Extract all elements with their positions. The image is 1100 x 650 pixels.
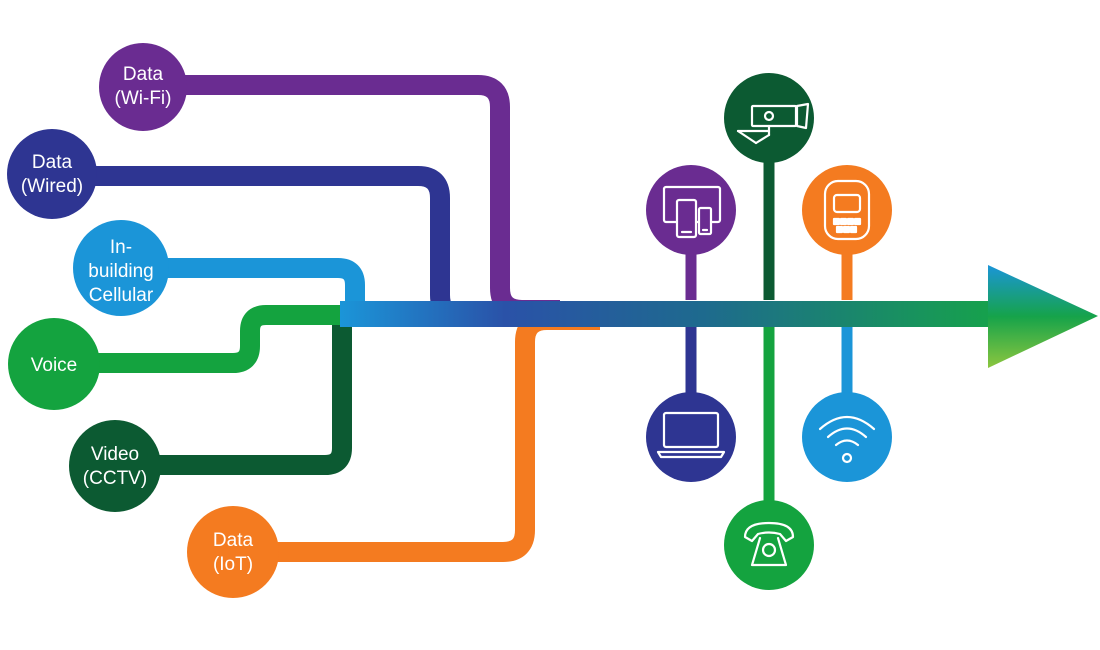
main-arrow-head (988, 265, 1098, 368)
line-voice (50, 305, 360, 373)
source-label-cellular-line3: Cellular (89, 285, 154, 306)
source-label-wired-line2: (Wired) (21, 176, 83, 197)
iot-device-icon (823, 179, 871, 241)
source-node-iot: Data (IoT) (187, 506, 279, 598)
source-label-iot-line2: (IoT) (213, 554, 253, 575)
cctv-camera-icon (736, 102, 810, 145)
source-node-wifi: Data (Wi-Fi) (99, 43, 187, 131)
endpoint-wifi (802, 392, 892, 482)
source-label-iot-line1: Data (213, 530, 254, 551)
laptop-icon (656, 411, 726, 459)
source-label-wifi-line1: Data (123, 64, 164, 85)
main-arrow (340, 265, 1098, 368)
endpoint-iot-device (802, 165, 892, 255)
endpoint-laptop (646, 392, 736, 482)
endpoint-telephone (724, 500, 814, 590)
source-label-cctv-line1: Video (91, 444, 139, 465)
source-label-wired-line1: Data (32, 152, 73, 173)
source-label-cctv-line2: (CCTV) (83, 468, 147, 489)
source-node-wired: Data (Wired) (7, 129, 97, 219)
source-label-wifi-line2: (Wi-Fi) (115, 88, 172, 109)
tablet-phone-devices-icon (662, 185, 722, 239)
endpoint-tablet-phone (646, 165, 736, 255)
wifi-signal-icon (818, 416, 876, 464)
source-label-cellular-line1: In- (110, 237, 132, 258)
source-label-cellular-line2: building (88, 261, 154, 282)
source-node-cctv: Video (CCTV) (69, 420, 161, 512)
line-iot (230, 310, 600, 562)
endpoint-camera (724, 73, 814, 163)
source-node-cellular: In- building Cellular (73, 220, 169, 316)
line-cctv (110, 318, 352, 475)
main-arrow-shaft (340, 301, 992, 327)
source-label-voice: Voice (31, 355, 77, 376)
source-node-voice: Voice (8, 318, 100, 410)
telephone-icon (743, 521, 795, 567)
